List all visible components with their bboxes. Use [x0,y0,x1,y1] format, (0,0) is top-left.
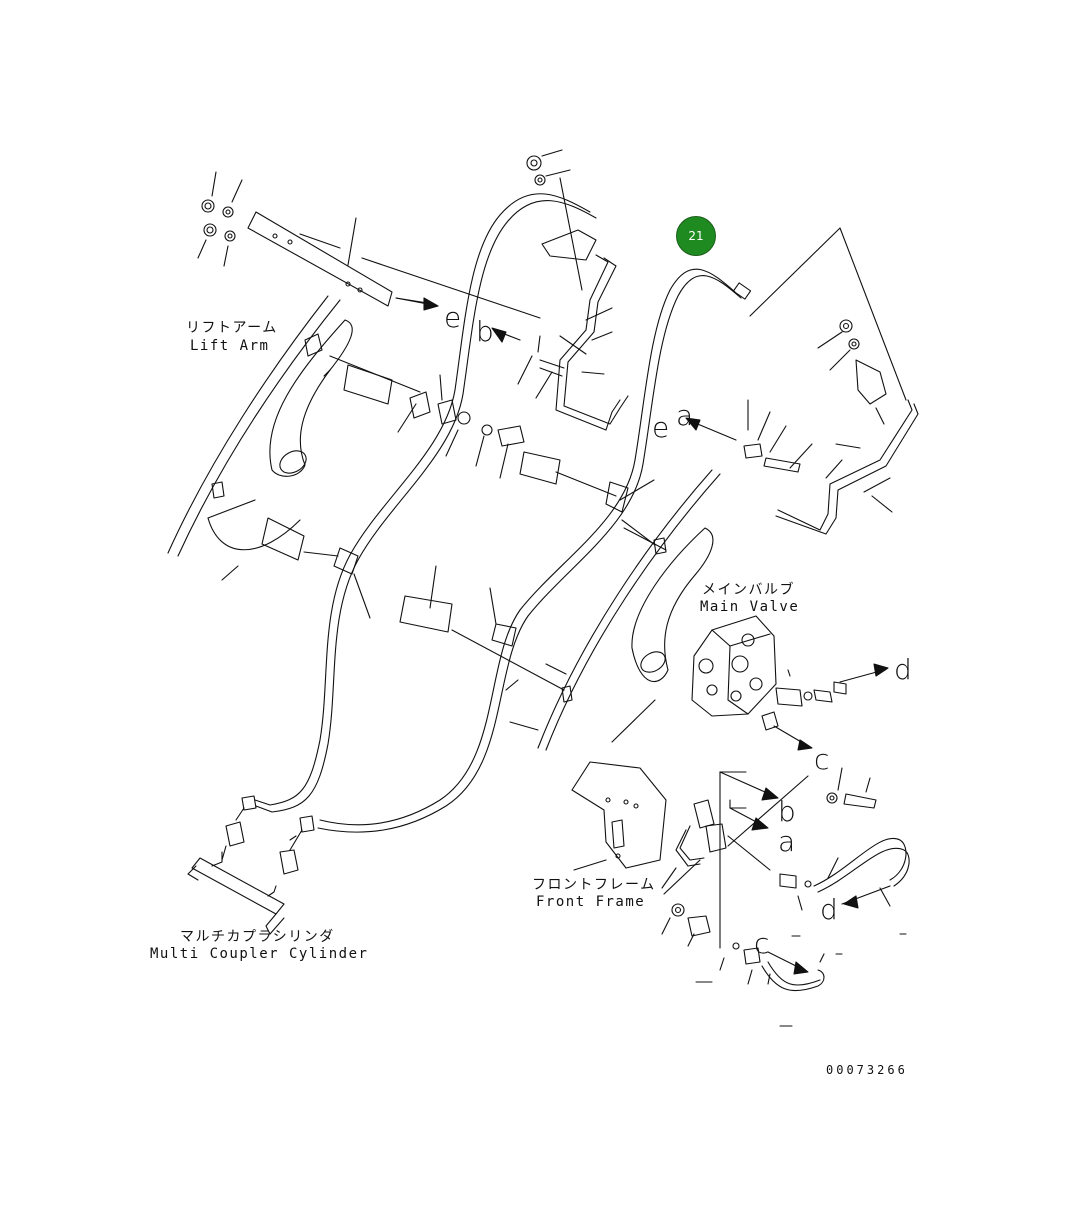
connection-letter-d-frame: d [820,893,838,926]
connection-letter-a-frame: a [778,825,796,858]
connection-letter-e-left: e [444,301,462,334]
hose-21 [317,268,752,833]
fittings-b [517,335,587,399]
main-valve-label-en: Main Valve [700,599,800,615]
connection-letter-c-valve: c [814,743,830,776]
front-frame-plate [571,761,667,871]
part-callout-badge[interactable]: 21 [676,216,716,256]
main-valve [691,615,847,731]
front-frame-label-en: Front Frame [536,894,646,910]
misc-lines [505,679,907,1027]
top-left-bracket [197,171,541,319]
main-valve-label-jp: メインバルブ [702,582,795,598]
connection-arrows [395,297,891,975]
upper-tube-bracket [526,149,629,431]
document-number: 00073266 [826,1063,908,1077]
connection-letter-e-right: e [652,411,670,444]
lift-arm-label-jp: リフトアーム [186,320,278,336]
connection-letter-a-top: a [676,399,694,432]
connection-letter-b-top: b [476,315,494,348]
multi-coupler-label-jp: マルチカプラシリンダ [180,929,335,945]
multi-coupler-label-en: Multi Coupler Cylinder [150,946,369,962]
connection-letter-c-frame: c [754,927,770,960]
connection-letter-d-valve: d [894,653,912,686]
front-frame-label-jp: フロントフレーム [532,877,656,893]
lift-arm-right [537,469,721,751]
hose-left-long [254,193,597,813]
front-frame-block [661,767,910,992]
connection-letter-b-frame: b [778,795,796,828]
lift-arm-outline [167,295,353,581]
right-tube-assembly [743,227,919,535]
lift-arm-label-en: Lift Arm [190,338,270,354]
hose-clamps [211,333,667,731]
multi-coupler-cylinder [187,795,315,935]
